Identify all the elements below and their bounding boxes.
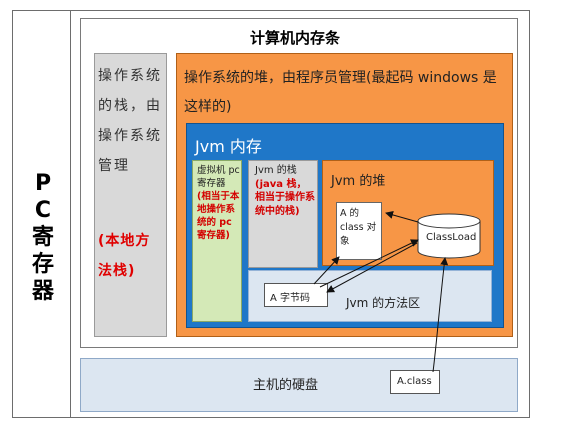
class-object-box	[336, 202, 382, 260]
os-stack-box	[94, 53, 167, 337]
host-disk-label: 主机的硬盘	[253, 378, 319, 393]
jvm-stack-text: Jvm 的栈	[255, 165, 297, 176]
pc-counter-note: (相当于本地操作系统的 pc 寄存器)	[197, 191, 240, 241]
arrow-classload-to-bytecode-a	[319, 239, 419, 288]
pc-counter-box	[192, 160, 242, 322]
pc-counter-text-block: 虚拟机 pc 寄存器 (相当于本地操作系统的 pc 寄存器)	[197, 164, 241, 242]
jvm-stack-text-block: Jvm 的栈 (java 栈，相当于操作系统中的栈)	[255, 164, 315, 218]
jvm-memory-title: Jvm 内存	[195, 137, 262, 156]
computer-memory-title: 计算机内存条	[249, 29, 340, 47]
pc-register-column	[12, 10, 71, 418]
classload-label: ClassLoad	[426, 232, 476, 243]
pc-register-char: 存	[31, 252, 54, 277]
classload-cylinder	[417, 213, 481, 259]
os-heap-text: 操作系统的堆，由程序员管理(最起码 windows 是这样的)	[184, 70, 497, 115]
arrow-bytecode-to-object	[313, 256, 340, 285]
pc-register-label: P C 寄 存 器	[30, 170, 56, 305]
jvm-stack-note: (java 栈，相当于操作系统中的栈)	[255, 178, 315, 217]
arrow-classfile-to-classload	[432, 257, 449, 373]
bytecode-box	[264, 283, 328, 307]
pc-register-char: C	[34, 198, 52, 223]
pc-register-char: 寄	[31, 225, 54, 250]
class-file-box	[390, 370, 440, 394]
arrow-classload-to-object	[385, 211, 419, 223]
class-file-label: A.class	[397, 376, 432, 387]
pc-register-char: P	[34, 171, 52, 196]
pc-counter-text: 虚拟机 pc 寄存器	[197, 165, 240, 189]
method-area-title: Jvm 的方法区	[346, 296, 421, 310]
class-object-text: A 的 class 对象	[340, 208, 377, 247]
os-stack-text: 操作系统的栈，由操作系统管理	[98, 68, 162, 174]
os-stack-note: (本地方法栈)	[98, 233, 151, 279]
jvm-stack-box	[248, 160, 318, 268]
bytecode-label: A 字节码	[270, 293, 311, 304]
jvm-heap-title: Jvm 的堆	[331, 174, 386, 189]
pc-register-char: 器	[31, 279, 54, 304]
host-disk-box	[80, 358, 518, 412]
arrow-classload-to-bytecode-b	[326, 242, 418, 293]
